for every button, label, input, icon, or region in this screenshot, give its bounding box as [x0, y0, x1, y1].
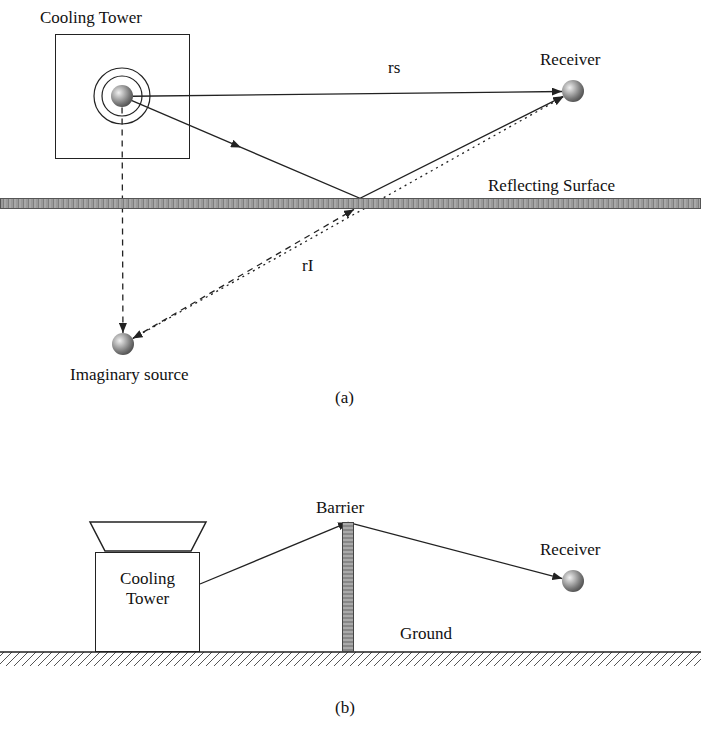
node-label: Barrier — [316, 498, 364, 518]
node-towerb: Cooling Tower — [88, 520, 208, 652]
node-label: Receiver — [540, 540, 600, 560]
sound-path — [133, 92, 562, 97]
receiver-point — [562, 80, 584, 102]
barrier-wall — [342, 522, 354, 652]
sound-path — [200, 522, 348, 584]
ground-hatching — [0, 652, 701, 666]
figure-label: (a) — [333, 388, 356, 408]
figure-label: Ground — [398, 624, 454, 644]
node-label: Imaginary source — [70, 365, 188, 385]
noise-source — [111, 85, 133, 107]
sound-path — [348, 522, 562, 578]
receiver-point — [562, 570, 584, 592]
node-label: Cooling Tower — [40, 8, 190, 28]
tower-outline — [55, 34, 190, 159]
tower-body: Cooling Tower — [95, 552, 200, 652]
tower-fan-stack — [88, 520, 208, 552]
node-label: Reflecting Surface — [488, 176, 701, 196]
node-ballbottom: Imaginary source — [70, 333, 188, 385]
sound-ring — [94, 68, 150, 124]
sound-ring — [102, 76, 142, 116]
sound-path — [133, 97, 564, 339]
sound-path — [121, 107, 123, 333]
node-label: Cooling Tower — [108, 569, 188, 610]
node-balltop: Receiver — [540, 540, 600, 592]
distance-label: rI — [300, 256, 315, 276]
image-source-point — [112, 333, 134, 355]
tower-top — [90, 522, 206, 551]
node-balltop: Receiver — [540, 50, 600, 102]
distance-label: rs — [386, 58, 402, 78]
node-towera: Cooling Tower — [40, 8, 190, 159]
image-ray — [133, 209, 354, 338]
node-band: Reflecting Surface — [0, 176, 701, 209]
node-label: Receiver — [540, 50, 600, 70]
node-barrier: Barrier — [316, 498, 364, 652]
reflecting-band — [0, 198, 701, 209]
figure-label: (b) — [333, 698, 357, 718]
